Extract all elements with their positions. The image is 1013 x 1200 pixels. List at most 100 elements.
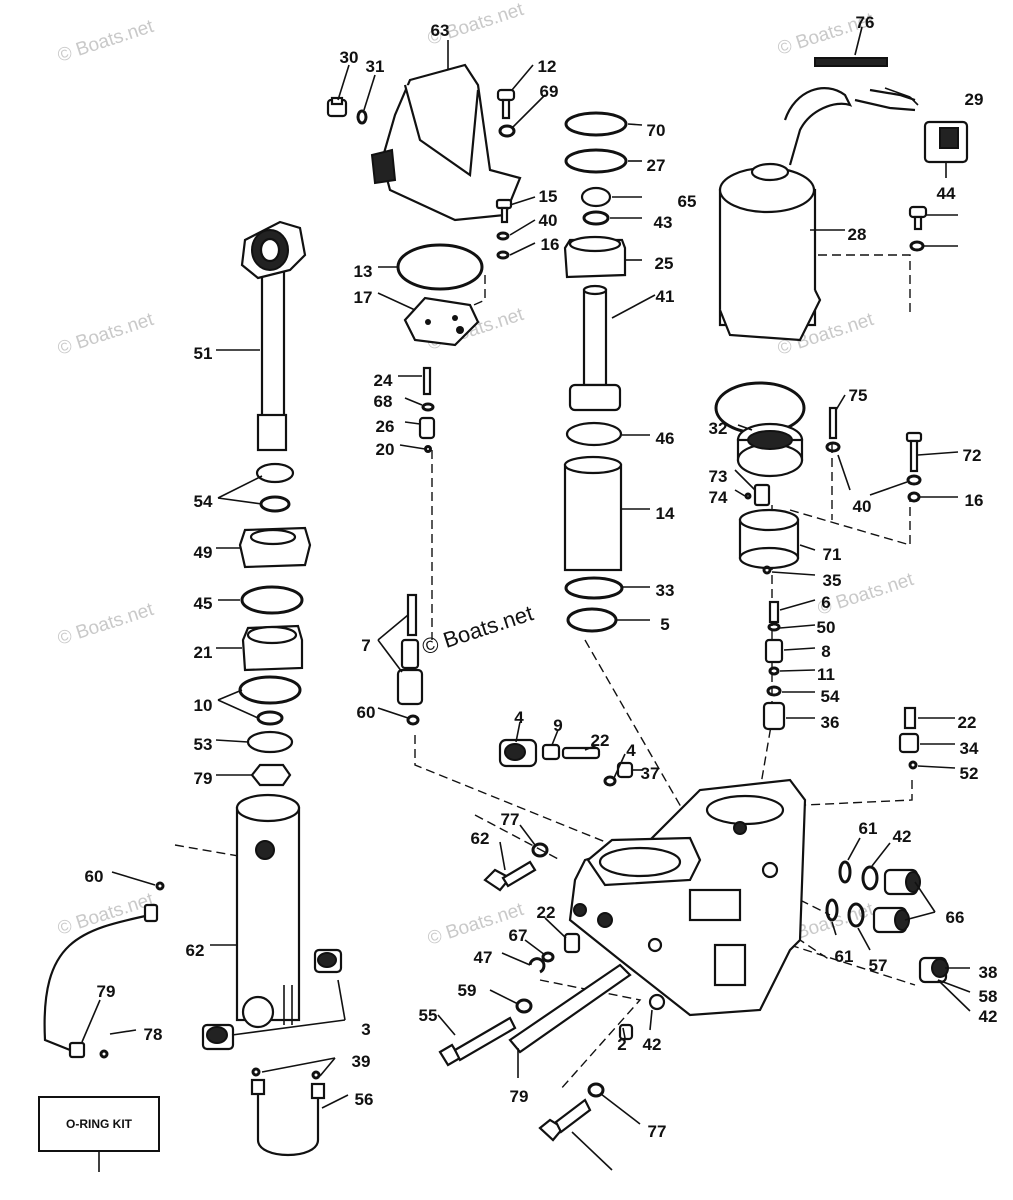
screw-72 [905,431,923,473]
part-callout-54: 54 [821,687,840,706]
bolt-78 [438,1016,517,1067]
part-callout-42: 42 [643,1035,662,1054]
part-callout-42: 42 [893,827,912,846]
part-callout-58: 58 [979,987,998,1006]
part-callout-49: 49 [194,543,213,562]
o-ring-54-c [240,585,304,615]
part-callout-68: 68 [374,392,393,411]
part-callout-43: 43 [654,213,673,232]
o-ring-6 [767,622,781,632]
part-callout-77: 77 [648,1122,667,1141]
part-callout-61: 61 [835,947,854,966]
part-callout-76: 76 [856,13,875,32]
part-callout-40: 40 [539,211,558,230]
part-callout-47: 47 [474,948,493,967]
retaining-ring-67 [528,957,546,974]
part-callout-20: 20 [376,440,395,459]
manual-release-valve-57 [918,956,949,984]
part-callout-79: 79 [510,1087,529,1106]
reservoir-cover-63 [370,63,522,222]
o-ring-22-c [541,951,555,963]
part-callout-60: 60 [85,867,104,886]
part-callout-24: 24 [374,371,393,390]
bolt-77-bottom [538,1098,592,1142]
washer-69-right [909,240,925,252]
valve-seat-10 [762,701,786,731]
part-callout-63: 63 [431,21,450,40]
part-callout-22: 22 [591,731,610,750]
part-callout-7: 7 [361,636,370,655]
part-callout-54: 54 [194,492,213,511]
valve-26 [418,416,436,440]
washer-16-right [907,491,921,503]
o-ring-68 [421,402,435,412]
part-callout-40: 40 [853,497,872,516]
o-ring-61-b [847,902,865,928]
part-callout-66: 66 [946,908,965,927]
memory-piston-25 [563,235,627,279]
washer-40-right [825,441,841,453]
shuttle-valve-9 [561,746,601,760]
trim-rod-51 [240,220,307,452]
washer-79-bottom [587,1082,605,1098]
spring-21 [406,593,418,637]
part-callout-13: 13 [354,262,373,281]
fitting-39-a [250,1078,266,1096]
part-callout-34: 34 [960,739,979,758]
o-ring-27 [564,148,628,174]
o-ring-kit-label: O-RING KIT [66,1117,132,1131]
part-callout-53: 53 [194,735,213,754]
valve-21 [400,638,420,670]
part-callout-27: 27 [647,156,666,175]
pin-56 [508,963,632,1054]
part-callout-45: 45 [194,594,213,613]
part-callout-77: 77 [501,810,520,829]
part-callout-60: 60 [357,703,376,722]
part-callout-8: 8 [821,642,830,661]
terminal-29-b [854,98,916,112]
part-callout-73: 73 [709,467,728,486]
screw-15 [495,198,513,224]
o-ring-61-a [861,865,879,891]
cover-plate-17 [403,296,480,347]
valve-7 [764,638,784,664]
spring-24 [422,366,432,396]
o-ring-43 [582,210,610,226]
part-callout-36: 36 [821,713,840,732]
o-ring-54-d [238,675,302,705]
part-callout-61: 61 [859,819,878,838]
pump-housing [568,778,807,1017]
piston-rod-41 [568,284,622,412]
part-callout-74: 74 [709,488,728,507]
o-ring-13-left [396,243,484,291]
washer-79-top [531,842,549,858]
part-callout-46: 46 [656,429,675,448]
bolt-77-top [483,860,537,892]
watermark-text: © Boats.net [55,309,157,360]
part-callout-62: 62 [186,941,205,960]
nut-53 [250,763,292,787]
part-callout-6: 6 [821,593,830,612]
watermark-text: © Boats.net [419,600,536,659]
part-callout-72: 72 [963,446,982,465]
bushing-2 [648,993,666,1011]
valve-assembly-60-left [498,738,538,768]
part-callout-16: 16 [965,491,984,510]
part-callout-37: 37 [641,764,660,783]
part-callout-79: 79 [194,769,213,788]
part-callout-52: 52 [960,764,979,783]
part-callout-51: 51 [194,344,213,363]
hydraulic-line-38 [43,913,151,1052]
part-callout-42: 42 [979,1007,998,1026]
part-callout-10: 10 [194,696,213,715]
part-callout-39: 39 [352,1052,371,1071]
fitting-66 [563,932,581,954]
part-callout-62: 62 [471,829,490,848]
part-callout-11: 11 [817,665,835,684]
part-callout-38: 38 [979,963,998,982]
o-ring-33 [564,576,624,600]
part-callout-22: 22 [537,903,556,922]
part-callout-75: 75 [849,386,868,405]
part-callout-56: 56 [355,1090,374,1109]
